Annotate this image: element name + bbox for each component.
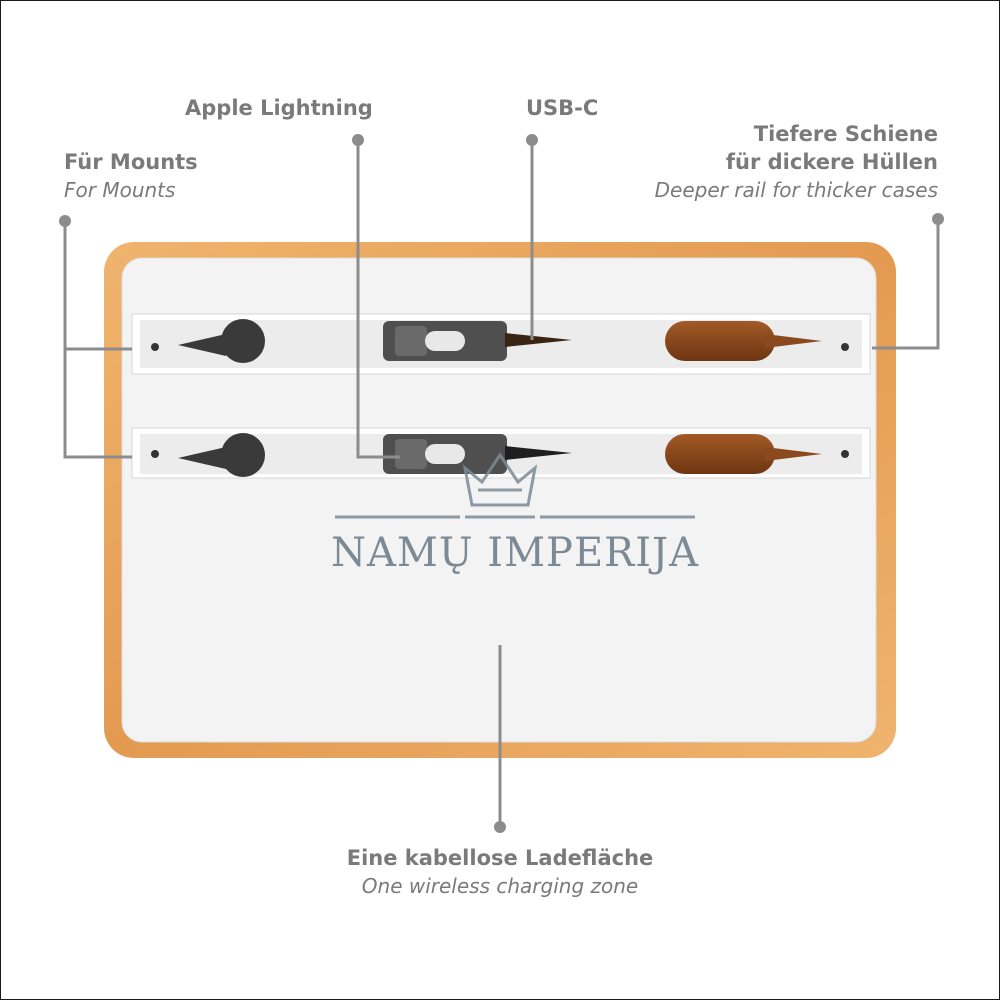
callout-lines <box>63 140 940 826</box>
callout-rail-de-2: für dickere Hüllen <box>725 150 938 174</box>
walnut-adapter-bottom <box>665 434 822 474</box>
callout-wireless: Eine kabellose Ladefläche One wireless c… <box>300 844 700 900</box>
callout-rail-de-1: Tiefere Schiene <box>753 122 938 146</box>
mount-plug-top <box>178 319 265 363</box>
callout-dots <box>59 134 944 833</box>
callout-mounts-de: Für Mounts <box>64 150 198 174</box>
walnut-adapter-top <box>665 321 822 361</box>
lightning-connector-bottom <box>383 434 572 474</box>
callout-wireless-en: One wireless charging zone <box>361 874 639 898</box>
mount-plug-bottom <box>178 433 265 477</box>
callout-lightning: Apple Lightning <box>185 94 373 122</box>
mount-hole <box>841 450 849 458</box>
mount-hole <box>151 450 159 458</box>
lightning-connector-top <box>383 321 572 361</box>
callout-rail: Tiefere Schiene für dickere Hüllen Deepe… <box>655 120 938 204</box>
crown-logo-icon <box>335 452 695 519</box>
callout-rail-en: Deeper rail for thicker cases <box>654 178 938 202</box>
callout-wireless-de: Eine kabellose Ladefläche <box>346 846 654 870</box>
mount-hole <box>151 343 159 351</box>
mount-hole <box>841 343 849 351</box>
callout-mounts-en: For Mounts <box>64 178 176 202</box>
callout-usbc-de: USB-C <box>526 96 599 120</box>
callout-usbc: USB-C <box>526 94 598 122</box>
callout-lightning-de: Apple Lightning <box>185 96 373 120</box>
callout-mounts: Für Mounts For Mounts <box>64 148 198 204</box>
brand-watermark: NAMŲ IMPERIJA <box>331 530 699 576</box>
